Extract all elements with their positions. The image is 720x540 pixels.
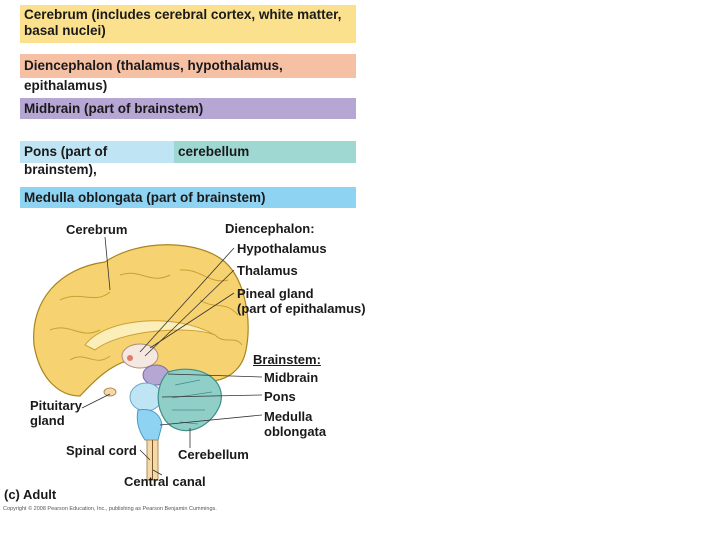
label-pituitary-2: gland: [30, 413, 65, 428]
legend-diencephalon: Diencephalon (thalamus, hypothalamus, ep…: [20, 54, 356, 93]
panel-label: (c) Adult: [4, 487, 57, 502]
legend-midbrain: Midbrain (part of brainstem): [20, 98, 356, 119]
label-diencephalon-heading: Diencephalon:: [225, 221, 315, 236]
label-cerebellum: Cerebellum: [178, 447, 249, 462]
cerebellum-shape: [157, 368, 222, 432]
copyright-notice: Copyright © 2008 Pearson Education, Inc.…: [3, 506, 217, 512]
pituitary-shape: [103, 387, 117, 397]
label-pineal-1: Pineal gland: [237, 286, 314, 301]
label-brainstem-heading: Brainstem:: [253, 352, 321, 367]
label-hypothalamus: Hypothalamus: [237, 241, 327, 256]
label-pons: Pons: [264, 389, 296, 404]
pons-shape: [129, 382, 163, 412]
legend-pons: Pons (part of brainstem),: [20, 141, 174, 177]
label-medulla-2: oblongata: [264, 424, 327, 439]
label-central-canal: Central canal: [124, 474, 206, 489]
label-pineal-2: (part of epithalamus): [237, 301, 366, 316]
diencephalon-shape: [121, 343, 159, 369]
label-midbrain: Midbrain: [264, 370, 319, 385]
legend-cerebellum: cerebellum: [174, 141, 356, 163]
label-spinal-cord: Spinal cord: [66, 443, 137, 458]
label-pituitary-1: Pituitary: [30, 398, 83, 413]
legend-medulla: Medulla oblongata (part of brainstem): [20, 187, 356, 208]
legend-cerebrum: Cerebrum (includes cerebral cortex, whit…: [20, 5, 356, 43]
label-cerebrum: Cerebrum: [66, 222, 128, 237]
label-medulla-1: Medulla: [264, 409, 313, 424]
label-thalamus: Thalamus: [237, 263, 298, 278]
brain-illustration: [33, 236, 263, 481]
medulla-shape: [136, 409, 163, 441]
